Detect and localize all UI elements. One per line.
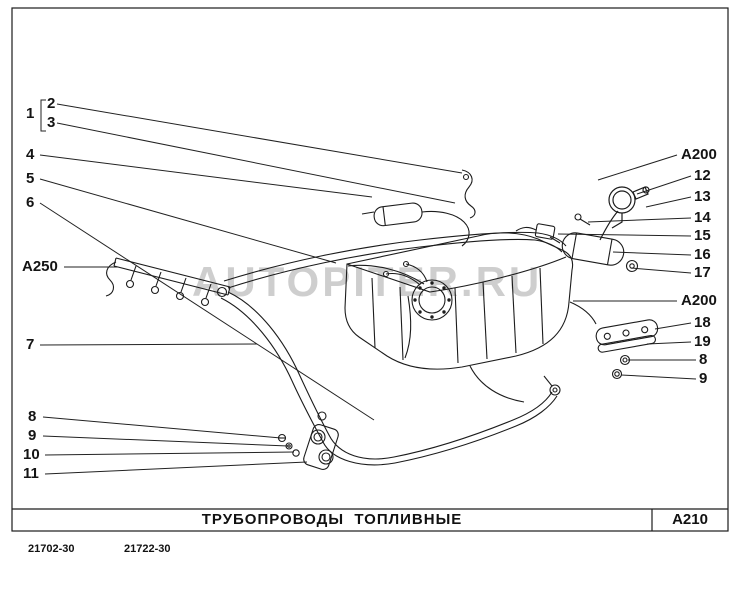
fuel-rail — [105, 257, 231, 307]
pipe-clamp — [599, 186, 650, 241]
callout-1: 1 — [26, 105, 35, 122]
callout-a200-top: A200 — [681, 146, 717, 163]
mounting-plate — [569, 301, 659, 380]
callout-a250: A250 — [22, 258, 58, 275]
callout-8: 8 — [28, 408, 37, 425]
callout-9: 9 — [28, 427, 37, 444]
callout-11: 11 — [23, 465, 39, 482]
callout-5: 5 — [26, 170, 35, 187]
callout-16: 16 — [694, 246, 711, 263]
fuel-tank — [344, 232, 574, 370]
pipe-bracket — [277, 424, 339, 470]
callout-13: 13 — [694, 188, 711, 205]
model-code-right: 21722-30 — [124, 543, 171, 555]
callout-18: 18 — [694, 314, 711, 331]
fuel-pipes — [220, 231, 567, 466]
callout-a200-bottom: A200 — [681, 292, 717, 309]
callout-19: 19 — [694, 333, 711, 350]
page-border — [11, 7, 729, 532]
callout-8-right: 8 — [699, 351, 708, 368]
callout-3: 3 — [47, 114, 56, 131]
fuel-pump-module — [347, 260, 453, 321]
callout-9-right: 9 — [699, 370, 708, 387]
callout-15: 15 — [694, 227, 711, 244]
fuel-filter — [515, 213, 639, 273]
callout-4: 4 — [26, 146, 35, 163]
model-code-left: 21702-30 — [28, 543, 75, 555]
sheet-code: A210 — [672, 511, 708, 528]
callout-6: 6 — [26, 194, 35, 211]
callout-7: 7 — [26, 336, 35, 353]
diagram-title: ТРУБОПРОВОДЫ ТОПЛИВНЫЕ — [201, 511, 463, 528]
hose-clip — [461, 169, 476, 219]
vapor-separator — [361, 202, 470, 247]
callout-2: 2 — [47, 95, 56, 112]
leader-lines — [39, 99, 697, 475]
callout-17: 17 — [694, 264, 711, 281]
callout-14: 14 — [694, 209, 711, 226]
callout-12: 12 — [694, 167, 711, 184]
callout-10: 10 — [23, 446, 40, 463]
